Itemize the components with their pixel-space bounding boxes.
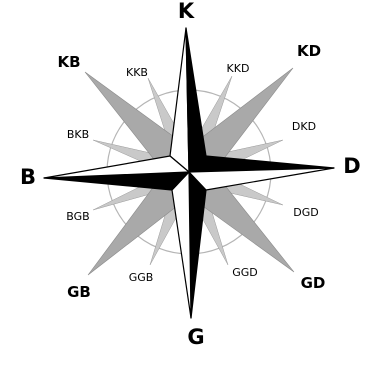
- label-ggd: GGD: [232, 266, 258, 279]
- label-bkb: BKB: [67, 128, 89, 141]
- point-k-right: [186, 28, 206, 172]
- label-kkb: KKB: [126, 66, 148, 79]
- label-gb: GB: [67, 283, 91, 301]
- label-b: B: [20, 165, 36, 189]
- label-dkd: DKD: [292, 120, 316, 133]
- label-dgd: DGD: [293, 206, 318, 219]
- point-d-bottom: [189, 168, 334, 190]
- point-g-right: [189, 172, 206, 318]
- label-kb: KB: [57, 53, 80, 71]
- label-bgb: BGB: [66, 210, 89, 223]
- label-kkd: KKD: [227, 62, 250, 75]
- label-ggb: GGB: [129, 271, 154, 284]
- label-gd: GD: [301, 274, 326, 292]
- label-g: G: [187, 325, 204, 349]
- label-k: K: [178, 0, 195, 23]
- label-kd: KD: [297, 42, 321, 60]
- label-d: D: [343, 154, 360, 178]
- point-g-left: [172, 172, 191, 318]
